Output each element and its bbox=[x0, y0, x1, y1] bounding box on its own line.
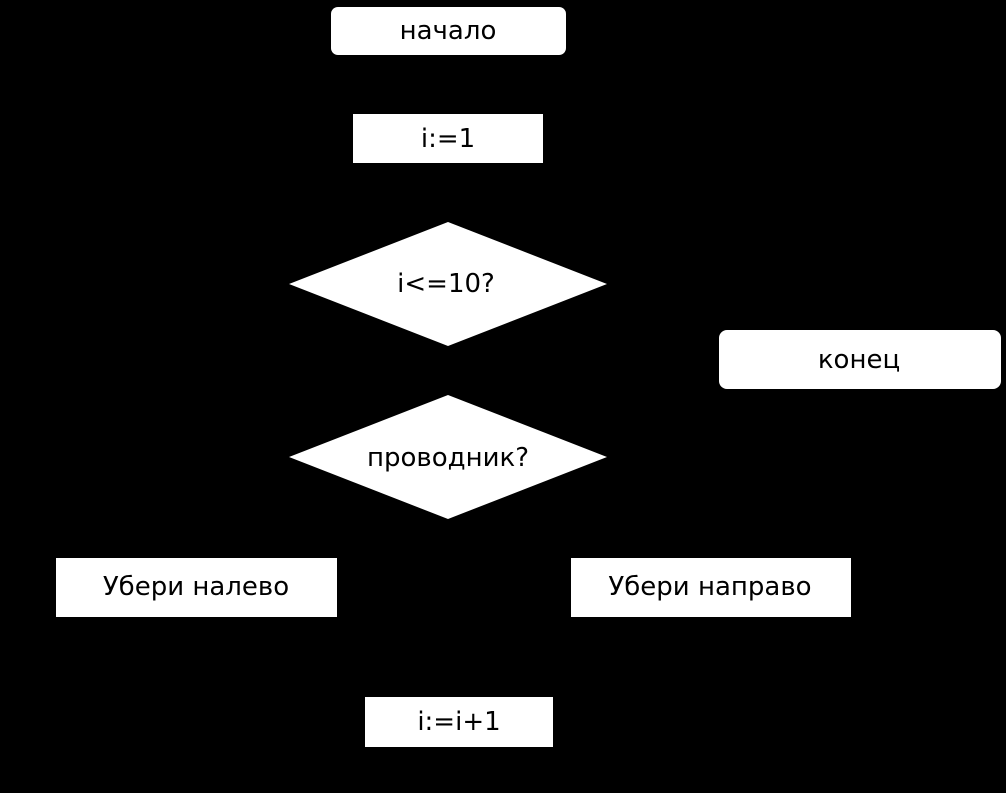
check-condition-shape bbox=[289, 395, 607, 519]
increment-shape bbox=[365, 697, 553, 747]
right-action-label: Убери направо bbox=[608, 572, 811, 602]
check-condition-label: проводник? bbox=[367, 443, 529, 473]
init-node: i:=1 bbox=[353, 114, 543, 163]
loop-condition-shape bbox=[289, 222, 607, 346]
loop-condition-label: i<=10? bbox=[397, 269, 495, 299]
end-shape bbox=[719, 330, 1001, 389]
init-shape bbox=[353, 114, 543, 163]
start-node: начало bbox=[331, 7, 566, 55]
check-condition-node: проводник? bbox=[289, 395, 607, 519]
right-action-shape bbox=[571, 558, 851, 617]
init-label: i:=1 bbox=[421, 124, 475, 154]
start-label: начало bbox=[400, 16, 497, 46]
start-shape bbox=[331, 7, 566, 55]
loop-condition-node: i<=10? bbox=[289, 222, 607, 346]
left-action-shape bbox=[56, 558, 337, 617]
end-label: конец bbox=[818, 345, 900, 375]
end-node: конец bbox=[719, 330, 1001, 389]
increment-node: i:=i+1 bbox=[365, 697, 553, 747]
left-action-label: Убери налево bbox=[103, 572, 289, 602]
left-action-node: Убери налево bbox=[56, 558, 337, 617]
increment-label: i:=i+1 bbox=[417, 707, 500, 737]
right-action-node: Убери направо bbox=[571, 558, 851, 617]
